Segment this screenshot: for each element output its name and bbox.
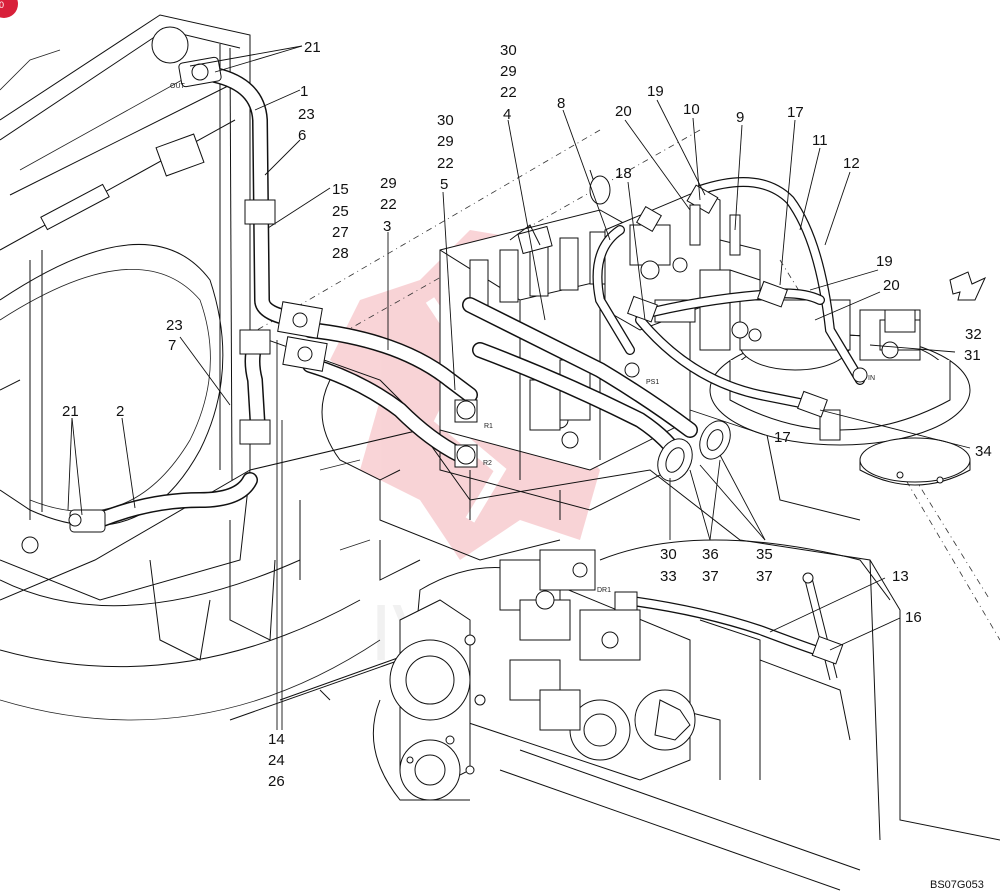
callout-23-top: 23 bbox=[298, 106, 315, 123]
callout-21-top: 21 bbox=[304, 39, 321, 56]
port-dr1-label: DR1 bbox=[597, 587, 611, 594]
callout-3-group: 29 22 3 bbox=[380, 175, 401, 235]
callout-5-group: 30 29 22 5 bbox=[437, 112, 458, 193]
callout-20-right: 20 bbox=[883, 277, 900, 294]
port-in-label: IN bbox=[868, 375, 875, 382]
corner-marker-icon bbox=[0, 0, 18, 18]
hose-17 bbox=[635, 315, 815, 410]
hose-7 bbox=[244, 337, 266, 438]
pipe-drain bbox=[802, 572, 838, 681]
callout-8: 8 bbox=[557, 95, 565, 112]
callout-36-37: 36 37 bbox=[702, 546, 723, 585]
callout-18: 18 bbox=[615, 165, 632, 182]
hose-18 bbox=[635, 288, 825, 320]
callout-12: 12 bbox=[843, 155, 860, 172]
callout-13: 13 bbox=[892, 568, 909, 585]
callout-labels: 21 1 23 6 15 25 27 28 29 22 3 30 29 22 5… bbox=[62, 39, 992, 790]
callout-16: 16 bbox=[905, 609, 922, 626]
callout-35-37: 35 37 bbox=[756, 546, 777, 585]
callout-17-top: 17 bbox=[787, 104, 804, 121]
callout-11: 11 bbox=[812, 132, 828, 149]
callout-32: 32 bbox=[965, 326, 982, 343]
hose-2 bbox=[92, 472, 258, 528]
callout-20-top: 20 bbox=[615, 103, 632, 120]
callout-23-left: 23 bbox=[166, 317, 183, 334]
hose-8 bbox=[592, 225, 635, 355]
callout-10: 10 bbox=[683, 101, 700, 118]
callout-15-group: 15 25 27 28 bbox=[332, 181, 353, 262]
port-r1-label: R1 bbox=[484, 423, 493, 430]
hose-10 bbox=[695, 177, 865, 385]
radiator-cooler-frame bbox=[0, 14, 381, 721]
drawing-code-label: BS07G053 bbox=[930, 879, 984, 891]
callout-1: 1 bbox=[300, 83, 308, 100]
hose-4 bbox=[462, 297, 698, 438]
callout-17-mid: 17 bbox=[774, 429, 791, 446]
callout-19-right: 19 bbox=[876, 253, 893, 270]
hose-fittings bbox=[68, 26, 916, 665]
callout-30-33: 30 33 bbox=[660, 546, 681, 585]
hose-5 bbox=[302, 322, 478, 403]
hydraulic-pump-assembly: DR1 bbox=[372, 549, 696, 801]
callout-2: 2 bbox=[116, 403, 124, 420]
callout-19-top: 19 bbox=[647, 83, 664, 100]
callout-14-group: 14 24 26 bbox=[268, 731, 289, 790]
hose-1 bbox=[207, 67, 308, 328]
callout-31: 31 bbox=[964, 347, 981, 364]
callout-6: 6 bbox=[298, 127, 306, 144]
port-ps1-label: PS1 bbox=[646, 379, 659, 386]
callout-34: 34 bbox=[975, 443, 992, 460]
callout-21-left: 21 bbox=[62, 403, 79, 420]
leader-lines bbox=[67, 45, 971, 730]
callout-9: 9 bbox=[736, 109, 744, 126]
hose-3 bbox=[302, 357, 468, 463]
svg-text:0: 0 bbox=[0, 0, 4, 10]
port-out-label: OUT bbox=[170, 83, 186, 90]
hose-13 bbox=[620, 595, 820, 655]
callout-4-group: 30 29 22 4 bbox=[500, 42, 521, 123]
callout-7: 7 bbox=[168, 337, 176, 354]
port-r2-label: R2 bbox=[483, 460, 492, 467]
